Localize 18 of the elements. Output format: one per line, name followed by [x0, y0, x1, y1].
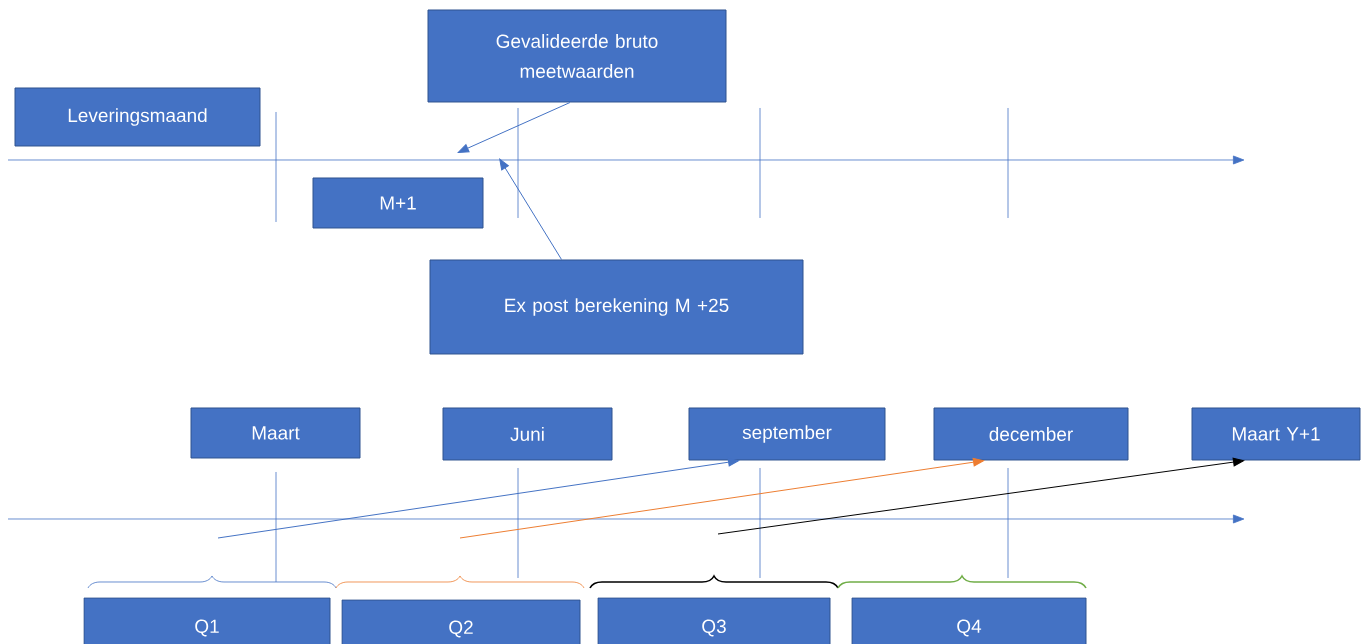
label-box: Maart — [190, 407, 361, 459]
label-box: Leveringsmaand — [14, 87, 261, 147]
label-box: Q4 — [851, 597, 1087, 644]
arrow — [457, 102, 571, 153]
label-box: Q1 — [83, 597, 331, 644]
label-box: Maart Y+1 — [1191, 407, 1361, 461]
label-box: december — [933, 407, 1129, 461]
label-box: september — [688, 407, 886, 461]
arrow — [217, 457, 740, 539]
arrow — [499, 158, 562, 260]
arrow — [459, 457, 985, 539]
label-box: Juni — [442, 407, 613, 461]
label-box: Gevalideerde bruto meetwaarden — [427, 9, 727, 103]
label-box: Q2 — [341, 599, 581, 644]
label-box: Ex post berekening M +25 — [429, 259, 804, 355]
label-box: M+1 — [312, 177, 484, 229]
arrow — [717, 457, 1245, 535]
label-box: Q3 — [597, 597, 831, 644]
